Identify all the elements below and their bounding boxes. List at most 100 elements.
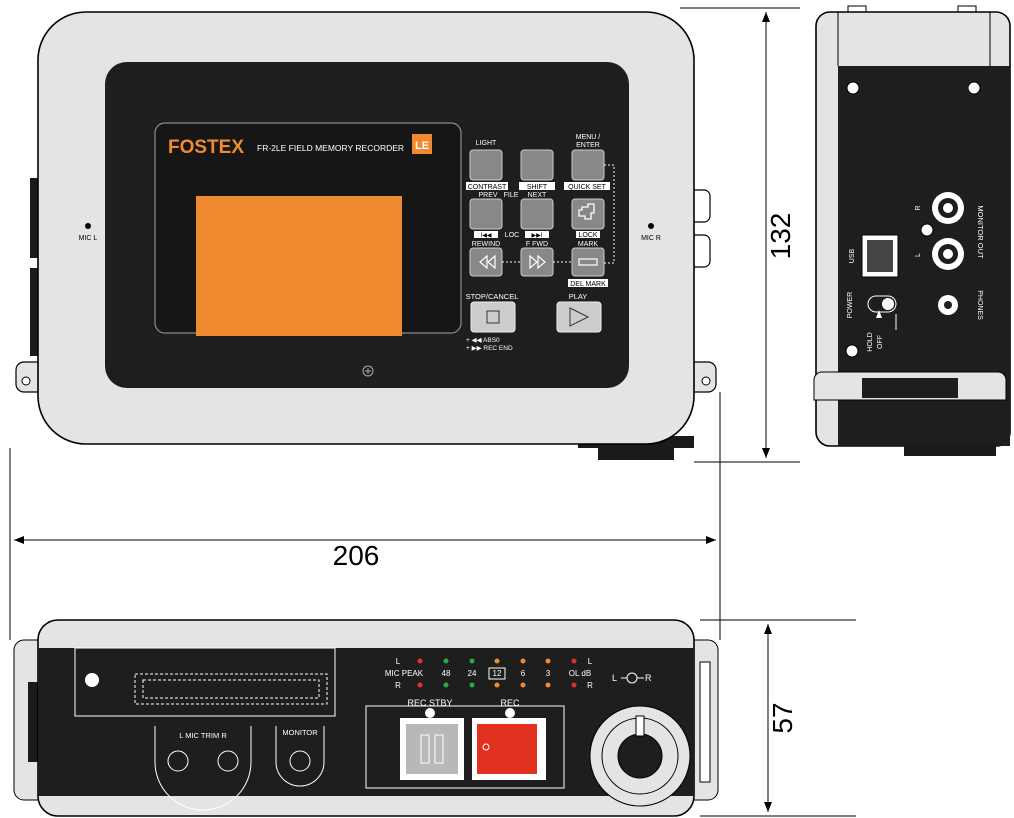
abs0-label: + ◀◀ ABS0 — [466, 337, 500, 344]
mark-button[interactable] — [571, 247, 605, 277]
lr-knob-icon — [626, 672, 638, 684]
lr-r-label: R — [645, 673, 652, 683]
top-view: FOSTEX FR-2LE FIELD MEMORY RECORDER LE M… — [15, 11, 717, 460]
card-slot-inner — [142, 679, 320, 699]
mic-l-label: MIC L — [79, 235, 98, 242]
quick-set-label-box — [564, 182, 610, 190]
rec-button[interactable] — [477, 724, 537, 774]
screw-icon — [85, 673, 99, 687]
led-green — [469, 658, 475, 664]
monitor-label: MONITOR — [282, 728, 318, 737]
mic-trim-r-knob[interactable] — [217, 750, 239, 772]
rec-label: REC — [500, 698, 520, 708]
rec-stby-label: REC STBY — [407, 698, 452, 708]
monitor-knob[interactable] — [289, 750, 311, 772]
panel-screw-icon — [362, 365, 374, 377]
stop-button[interactable] — [470, 301, 516, 333]
depth-dimension: 57 — [767, 702, 798, 733]
l-label: L — [915, 253, 922, 257]
screw-icon — [846, 81, 860, 95]
lock-label-box — [576, 231, 600, 238]
dial-indicator — [635, 715, 645, 737]
file-label: FILE — [504, 192, 519, 199]
side-foot — [904, 444, 996, 456]
lcd-screen — [196, 196, 402, 336]
model-name: FR-2LE FIELD MEMORY RECORDER — [257, 143, 404, 153]
meter-l-label: L — [396, 657, 401, 666]
bottom-foot-lower — [598, 446, 674, 460]
mark-label: MARK — [578, 241, 599, 248]
scale-12-box — [488, 667, 506, 680]
mic-trim-outline — [154, 726, 252, 811]
rec-stby-button[interactable] — [406, 724, 458, 774]
next-loc-icon: ▶▶I — [532, 233, 543, 239]
panel-screw-cross-icon — [365, 368, 371, 374]
right-jack-lower — [689, 234, 711, 268]
screw-icon — [920, 223, 934, 237]
meter-leds — [417, 658, 577, 688]
plus-cross-icon — [578, 203, 595, 220]
r-label: R — [915, 205, 922, 210]
stop-icon — [486, 310, 500, 324]
minus-icon — [578, 258, 598, 266]
prev-button[interactable] — [469, 198, 503, 230]
side-view: USB R L MONITOR OUT PHONES POWER HOLD OF… — [813, 5, 1011, 456]
led-orange — [520, 682, 526, 688]
stop-label: STOP/CANCEL — [466, 292, 519, 301]
del-mark-box — [568, 279, 608, 287]
next-label: NEXT — [528, 192, 547, 199]
mic-r-hole — [648, 223, 654, 229]
ffwd-label: F FWD — [526, 241, 548, 248]
light-button[interactable] — [469, 149, 503, 181]
play-label: PLAY — [569, 292, 588, 301]
scale-24: 24 — [468, 669, 477, 678]
del-mark-label: DEL MARK — [570, 281, 606, 288]
jack-pin — [943, 249, 953, 259]
usb-label: USB — [849, 248, 856, 263]
mic-l-hole — [85, 223, 91, 229]
lock-button[interactable] — [571, 198, 605, 230]
rewind-label: REWIND — [472, 241, 500, 248]
card-slot-cover — [74, 647, 336, 717]
rewind-button[interactable] — [469, 247, 503, 277]
led-red — [571, 682, 577, 688]
mic-r-label: MIC R — [641, 235, 661, 242]
play-button[interactable] — [556, 301, 602, 333]
screw-icon — [701, 376, 711, 386]
rewind-icon — [479, 254, 496, 270]
dotted-link-right — [604, 164, 615, 264]
menu-enter-button[interactable] — [571, 149, 605, 181]
le-logo — [412, 134, 432, 154]
monitor-outline — [275, 726, 325, 787]
lr-l-label: L — [612, 673, 617, 683]
scale-12: 12 — [493, 669, 502, 678]
led-red — [571, 658, 577, 664]
jack-pin — [943, 203, 953, 213]
width-dimension: 206 — [333, 540, 380, 571]
pause-bar-icon — [420, 734, 430, 764]
light-label: LIGHT — [476, 140, 497, 147]
shift-button[interactable] — [520, 149, 554, 181]
scale-6: 6 — [521, 669, 526, 678]
dimension-lines — [9, 7, 856, 817]
next-loc-box — [525, 231, 549, 238]
menu-label: MENU / — [576, 134, 601, 141]
mic-trim-l-knob[interactable] — [167, 750, 189, 772]
card-slot[interactable] — [134, 673, 328, 705]
off-label: OFF — [877, 335, 884, 349]
screw-icon — [845, 344, 859, 358]
lock-label: LOCK — [578, 232, 597, 239]
scale-3: 3 — [546, 669, 551, 678]
contrast-label: CONTRAST — [468, 184, 507, 191]
led-orange — [545, 682, 551, 688]
led-orange — [494, 682, 500, 688]
next-button[interactable] — [520, 198, 554, 230]
led-green — [443, 658, 449, 664]
hold-label: HOLD — [867, 332, 874, 351]
side-bumper-slot — [862, 378, 958, 398]
meter-l2-label: L — [588, 657, 593, 666]
left-mount-tab — [15, 361, 43, 393]
right-mount-tab — [689, 361, 717, 393]
phones-label: PHONES — [976, 290, 983, 320]
height-dimension: 132 — [765, 213, 796, 260]
